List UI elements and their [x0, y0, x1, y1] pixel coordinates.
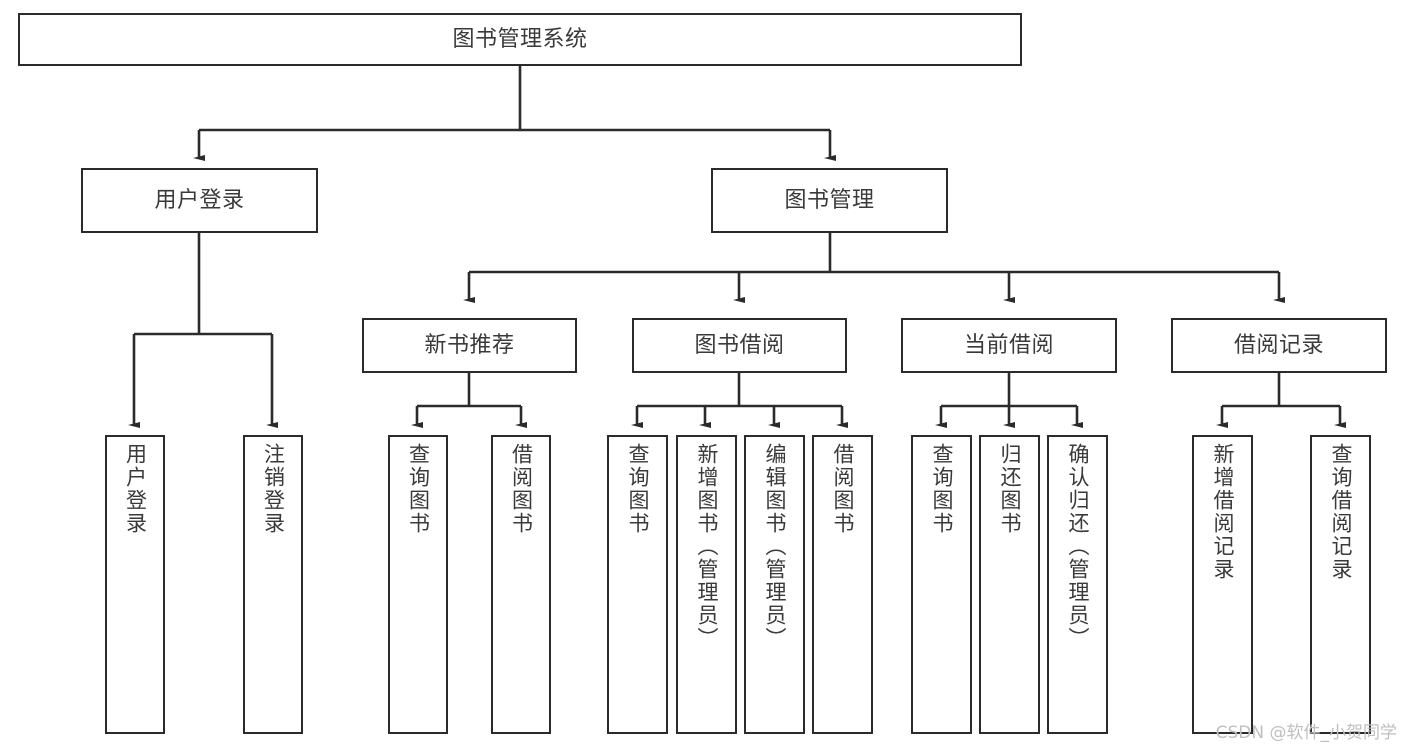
node-root-label: 图书管理系统 — [452, 26, 588, 52]
node-new-book-recommend-label: 新书推荐 — [424, 332, 515, 358]
node-new-book-recommend[interactable]: 新书推荐 — [362, 318, 577, 373]
node-book-borrow-label: 图书借阅 — [694, 332, 785, 358]
leaf-borrow-record-1-label: 新增借阅记录 — [1211, 443, 1235, 581]
leaf-borrow-record-2-label: 查询借阅记录 — [1329, 443, 1353, 581]
leaf-current-borrow-3[interactable]: 确认归还（管理员） — [1047, 435, 1108, 734]
leaf-borrow-record-2[interactable]: 查询借阅记录 — [1310, 435, 1371, 734]
leaf-book-borrow-3[interactable]: 编辑图书（管理员） — [744, 435, 805, 734]
node-book-manage[interactable]: 图书管理 — [711, 168, 948, 233]
node-user-login[interactable]: 用户登录 — [81, 168, 318, 233]
node-book-manage-label: 图书管理 — [784, 187, 875, 213]
leaf-new-book-1[interactable]: 查询图书 — [388, 435, 448, 734]
leaf-current-borrow-1-label: 查询图书 — [930, 443, 954, 535]
leaf-current-borrow-2-label: 归还图书 — [998, 443, 1022, 535]
leaf-book-borrow-2-label: 新增图书（管理员） — [695, 443, 719, 650]
leaf-book-borrow-4[interactable]: 借阅图书 — [812, 435, 873, 734]
node-borrow-record[interactable]: 借阅记录 — [1171, 318, 1387, 373]
leaf-new-book-1-label: 查询图书 — [406, 443, 431, 535]
leaf-current-borrow-2[interactable]: 归还图书 — [979, 435, 1040, 734]
leaf-new-book-2[interactable]: 借阅图书 — [491, 435, 551, 734]
node-book-borrow[interactable]: 图书借阅 — [632, 318, 847, 373]
node-borrow-record-label: 借阅记录 — [1233, 332, 1324, 358]
leaf-new-book-2-label: 借阅图书 — [509, 443, 534, 535]
node-current-borrow[interactable]: 当前借阅 — [901, 318, 1117, 373]
watermark-text: CSDN @软件_小贺同学 — [1215, 723, 1397, 743]
leaf-book-borrow-1[interactable]: 查询图书 — [607, 435, 668, 734]
leaf-borrow-record-1[interactable]: 新增借阅记录 — [1192, 435, 1253, 734]
leaf-book-borrow-2[interactable]: 新增图书（管理员） — [676, 435, 737, 734]
leaf-current-borrow-3-label: 确认归还（管理员） — [1066, 443, 1090, 650]
node-root[interactable]: 图书管理系统 — [18, 13, 1022, 66]
node-user-login-label: 用户登录 — [154, 187, 245, 213]
leaf-current-borrow-1[interactable]: 查询图书 — [911, 435, 972, 734]
leaf-user-login-1-label: 用户登录 — [123, 443, 148, 535]
leaf-book-borrow-3-label: 编辑图书（管理员） — [763, 443, 787, 650]
leaf-book-borrow-4-label: 借阅图书 — [831, 443, 855, 535]
leaf-user-login-2[interactable]: 注销登录 — [243, 435, 303, 734]
leaf-user-login-1[interactable]: 用户登录 — [105, 435, 165, 734]
node-current-borrow-label: 当前借阅 — [963, 332, 1054, 358]
leaf-book-borrow-1-label: 查询图书 — [626, 443, 650, 535]
leaf-user-login-2-label: 注销登录 — [261, 443, 286, 535]
